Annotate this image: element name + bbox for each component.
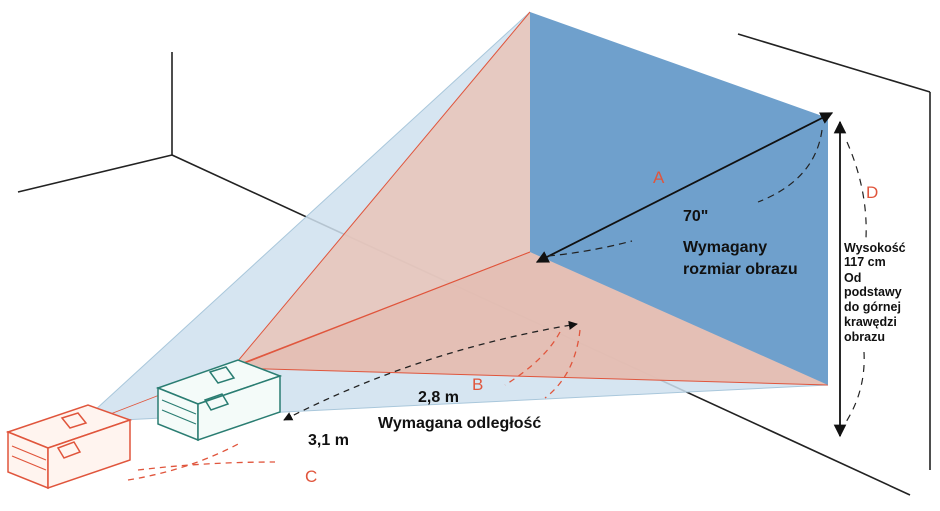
projector-near bbox=[155, 359, 283, 442]
height-line-1: Wysokość bbox=[844, 241, 906, 255]
required-distance: Wymagana odległość bbox=[378, 415, 541, 432]
diagonal-letter: A bbox=[653, 168, 665, 187]
image-size-line2: rozmiar obrazu bbox=[683, 261, 798, 278]
height-line-7: obrazu bbox=[844, 330, 885, 344]
image-size-line1: Wymagany bbox=[683, 239, 767, 256]
height-letter: D bbox=[866, 183, 878, 202]
height-line-5: do górnej bbox=[844, 300, 901, 314]
far-distance: 3,1 m bbox=[308, 432, 349, 449]
distance-letter: B bbox=[472, 375, 483, 394]
diagonal-value: 70" bbox=[683, 208, 708, 225]
height-line-2: 117 cm bbox=[844, 255, 886, 269]
height-line-4: podstawy bbox=[844, 285, 902, 299]
offset-letter: C bbox=[305, 467, 317, 486]
projector-far bbox=[5, 404, 133, 490]
height-line-3: Od bbox=[844, 271, 861, 285]
diagonal-arrow bbox=[535, 112, 834, 263]
distance-lines bbox=[127, 320, 581, 481]
height-line-6: krawędzi bbox=[844, 315, 897, 329]
near-distance: 2,8 m bbox=[418, 389, 459, 406]
height-caption: Wysokość 117 cm Od podstawy do górnej kr… bbox=[844, 241, 906, 344]
height-dashed-arc bbox=[845, 141, 867, 423]
dashed-arcs bbox=[547, 129, 823, 257]
